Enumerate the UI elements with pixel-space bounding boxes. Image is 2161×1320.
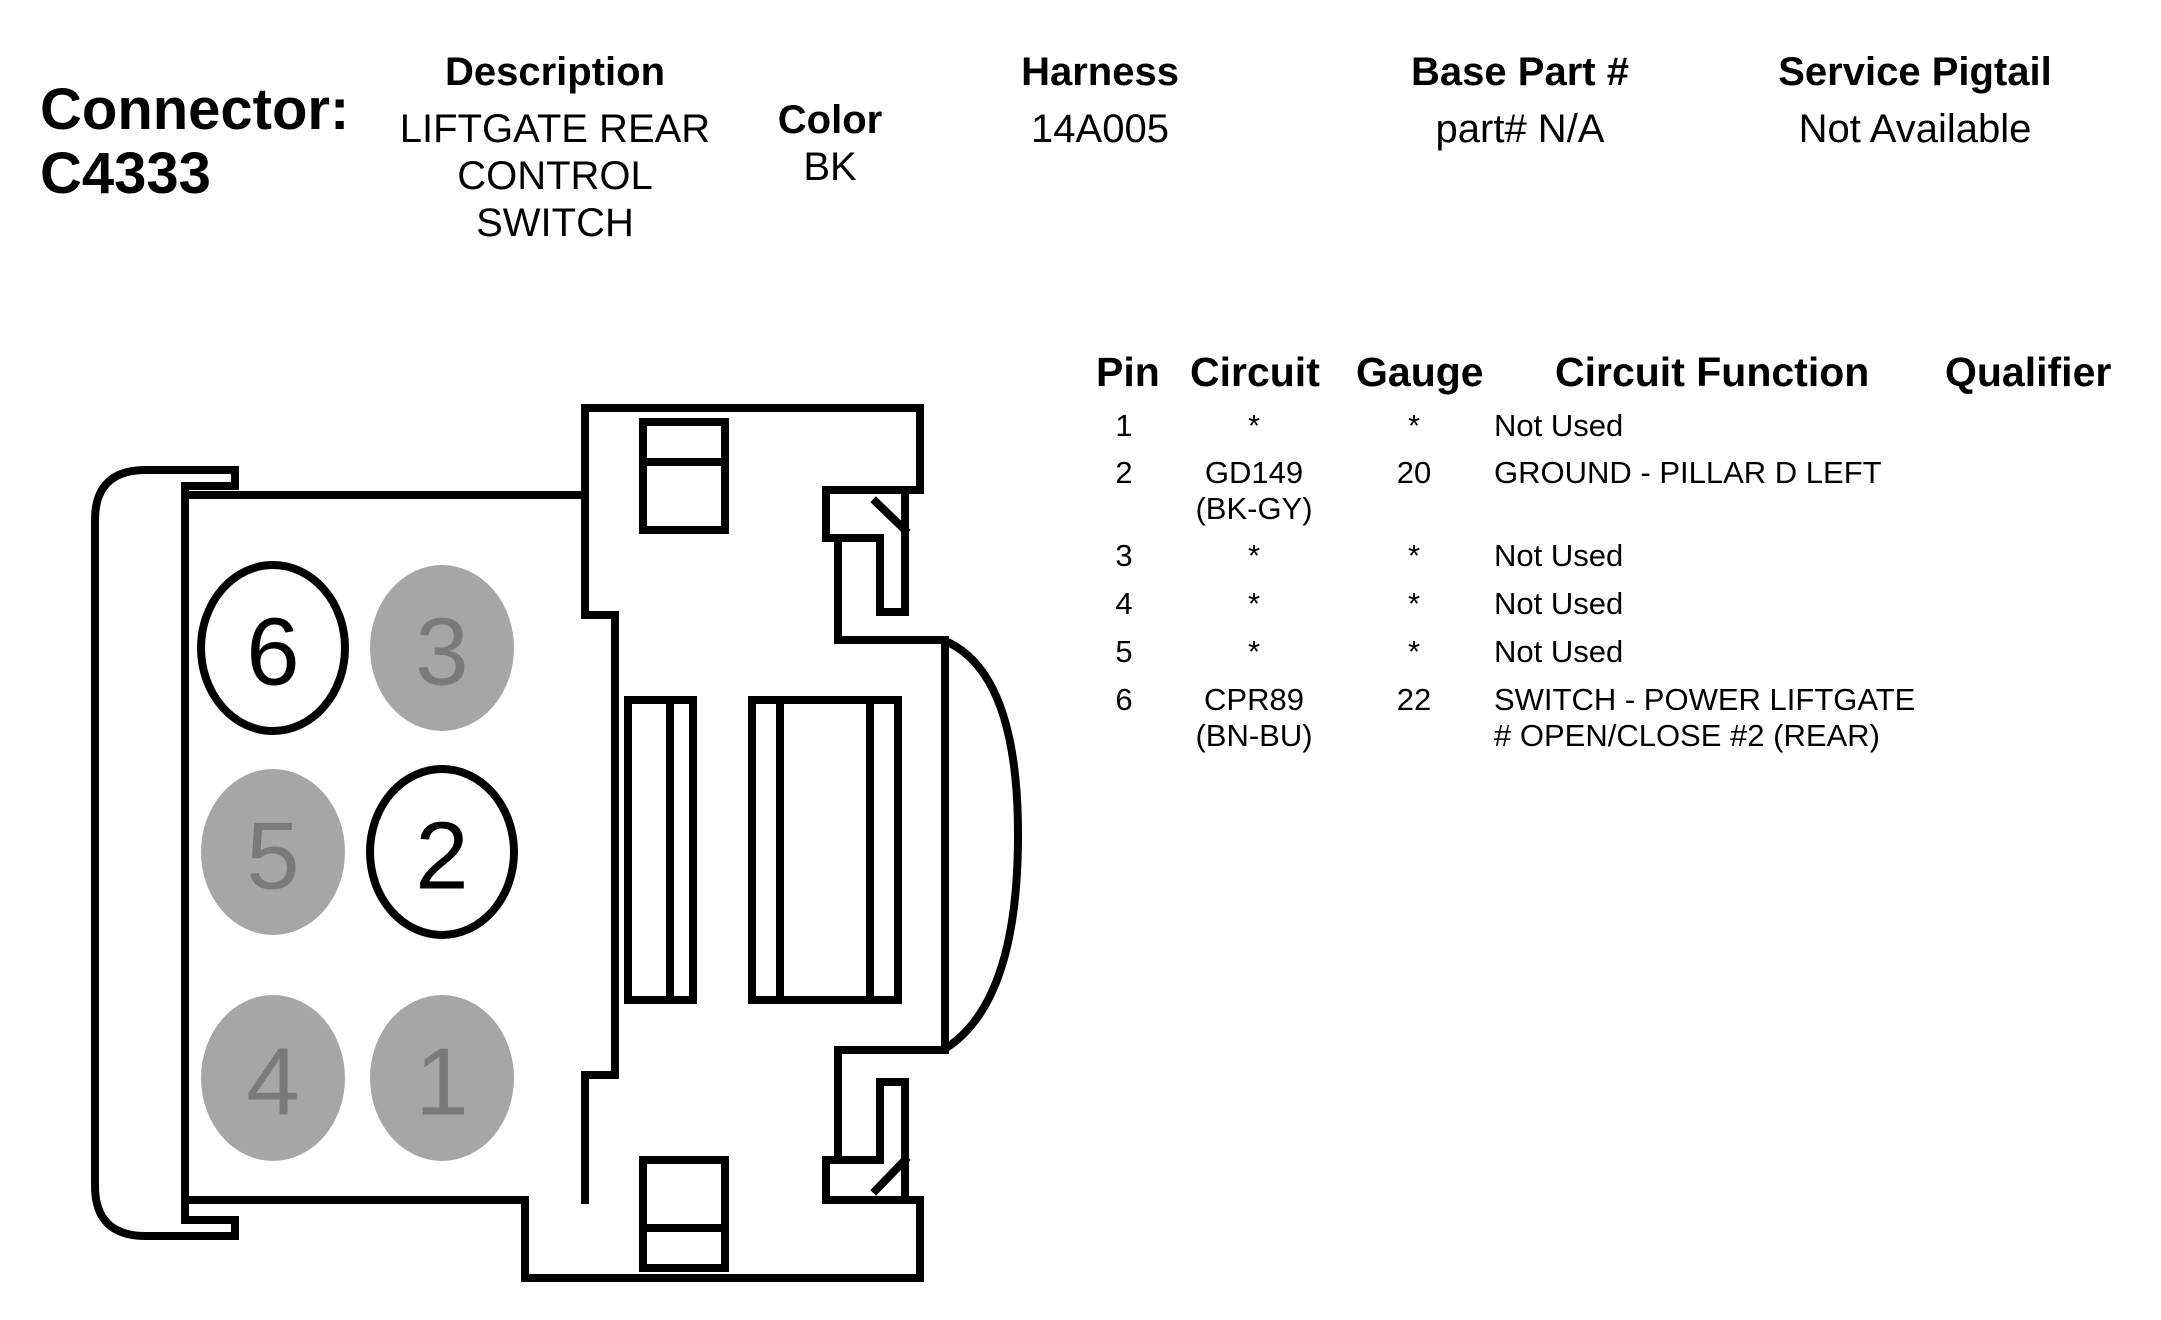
- pin-number-3: 3: [415, 599, 468, 706]
- col-header-function: Circuit Function: [1555, 349, 1870, 395]
- connector-id: C4333: [40, 141, 211, 206]
- table-row-pin: 4: [1115, 586, 1133, 621]
- pin-number-4: 4: [246, 1029, 299, 1136]
- table-row-function: Not Used: [1494, 586, 1623, 622]
- color-value: BK: [803, 145, 857, 189]
- description-line: LIFTGATE REAR: [399, 107, 711, 151]
- table-row-circuit: GD149 (BK-GY): [1195, 455, 1312, 527]
- table-row-circuit: CPR89 (BN-BU): [1195, 682, 1312, 754]
- harness-title: Harness: [1021, 50, 1179, 94]
- table-row-circuit: *: [1248, 408, 1260, 444]
- pin-number-1: 1: [415, 1029, 468, 1136]
- table-row-gauge: 22: [1396, 682, 1432, 717]
- table-row-pin: 1: [1115, 408, 1133, 443]
- table-row-pin: 5: [1115, 634, 1133, 669]
- pin-cavity-1: [370, 995, 514, 1161]
- col-header-circuit: Circuit: [1190, 349, 1320, 395]
- upper-latch-bevel: [870, 496, 911, 536]
- top-locking-tab: [639, 418, 729, 534]
- face-recess-outline: [181, 491, 619, 1204]
- pin-cavity-2: [366, 765, 518, 939]
- harness-column: Harness 14A005: [960, 48, 1240, 153]
- base-part-title: Base Part #: [1411, 50, 1629, 94]
- circuit-line: GD149: [1204, 455, 1304, 490]
- connector-label: Connector:: [40, 77, 350, 142]
- table-row-gauge: 20: [1396, 455, 1432, 490]
- function-line: Not Used: [1494, 408, 1624, 443]
- color-title: Color: [777, 98, 883, 142]
- lower-latch-bevel: [870, 1154, 911, 1196]
- circuit-line: (BK-GY): [1195, 491, 1313, 526]
- pin-cavity-5: [201, 769, 345, 935]
- table-row-function: Not Used: [1494, 408, 1623, 444]
- circuit-line: *: [1247, 408, 1261, 443]
- connector-face-diagram: 6 3 5 2 4 1: [91, 404, 1023, 1282]
- pin-number-5: 5: [246, 803, 299, 910]
- function-line: Not Used: [1494, 586, 1624, 621]
- color-column: Color BK: [740, 96, 920, 191]
- col-header-pin: Pin: [1096, 349, 1160, 395]
- description-value: LIFTGATE REAR CONTROL SWITCH: [375, 106, 735, 247]
- table-row-function: Not Used: [1494, 538, 1623, 574]
- function-line: # OPEN/CLOSE #2 (REAR): [1494, 718, 1880, 753]
- base-part-value: part# N/A: [1435, 107, 1605, 151]
- function-line: Not Used: [1494, 634, 1624, 669]
- table-row-function: Not Used: [1494, 634, 1623, 670]
- center-slot-narrow: [624, 696, 697, 1004]
- table-row-pin: 3: [1115, 538, 1133, 573]
- pin-cavity-3: [370, 565, 514, 731]
- bottom-locking-tab: [639, 1156, 729, 1272]
- base-part-column: Base Part # part# N/A: [1370, 48, 1670, 153]
- left-latch-outline: [91, 466, 239, 1240]
- upper-latch-hook: [822, 486, 909, 616]
- table-row-function: GROUND - PILLAR D LEFT: [1494, 455, 1882, 491]
- description-line: CONTROL: [457, 154, 653, 198]
- pin-cavity-4: [201, 995, 345, 1161]
- circuit-line: *: [1247, 634, 1261, 669]
- pin-number-6: 6: [246, 599, 299, 706]
- table-row-pin: 2: [1115, 455, 1133, 490]
- table-row-gauge: *: [1407, 586, 1421, 621]
- table-row-pin: 6: [1115, 682, 1133, 717]
- service-pigtail-value: Not Available: [1798, 107, 2032, 151]
- circuit-line: (BN-BU): [1195, 718, 1313, 753]
- description-title: Description: [444, 50, 666, 94]
- function-line: Not Used: [1494, 538, 1624, 573]
- table-row-gauge: *: [1407, 634, 1421, 669]
- service-pigtail-column: Service Pigtail Not Available: [1750, 48, 2080, 153]
- table-row-gauge: *: [1407, 408, 1421, 443]
- lower-latch-hook: [822, 1078, 909, 1204]
- description-line: SWITCH: [476, 201, 634, 245]
- pin-cavities: 6 3 5 2 4 1: [197, 561, 518, 1161]
- function-line: SWITCH - POWER LIFTGATE: [1494, 682, 1916, 717]
- harness-value: 14A005: [1031, 107, 1169, 151]
- center-slot-wide: [748, 696, 902, 1004]
- col-header-qualifier: Qualifier: [1945, 349, 2112, 395]
- pin-number-2: 2: [415, 803, 468, 910]
- table-row-function: SWITCH - POWER LIFTGATE # OPEN/CLOSE #2 …: [1494, 682, 1915, 754]
- description-column: Description LIFTGATE REAR CONTROL SWITCH: [375, 48, 735, 247]
- function-line: GROUND - PILLAR D LEFT: [1494, 455, 1882, 490]
- circuit-line: *: [1247, 538, 1261, 573]
- col-header-gauge: Gauge: [1356, 349, 1484, 395]
- table-row-circuit: *: [1248, 586, 1260, 622]
- circuit-line: CPR89: [1204, 682, 1304, 717]
- service-pigtail-title: Service Pigtail: [1778, 50, 2052, 94]
- table-row-circuit: *: [1248, 634, 1260, 670]
- table-row-circuit: *: [1248, 538, 1260, 574]
- pin-cavity-6: [197, 561, 349, 735]
- circuit-line: *: [1247, 586, 1261, 621]
- table-row-gauge: *: [1407, 538, 1421, 573]
